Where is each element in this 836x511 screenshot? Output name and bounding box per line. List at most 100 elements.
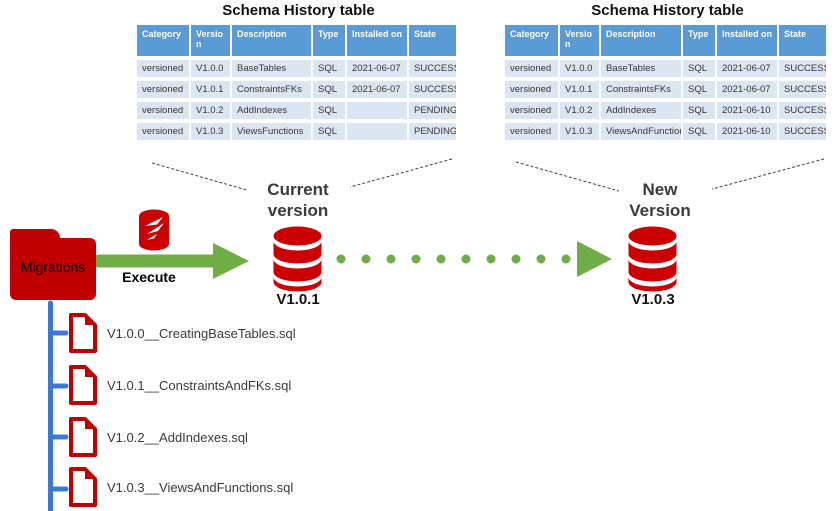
- file-item: V1.0.3__ViewsAndFunctions.sql: [68, 467, 293, 507]
- file-item: V1.0.1__ConstraintsAndFKs.sql: [68, 365, 291, 405]
- table-cell: 2021-06-10: [717, 102, 777, 119]
- dashed-connector-left-a: [151, 162, 248, 191]
- table-cell: SQL: [313, 60, 345, 77]
- table-cell: 2021-06-07: [717, 81, 777, 98]
- table-row: versioned V1.0.1 ConstraintsFKs SQL 2021…: [505, 81, 826, 98]
- file-tree-connector: [48, 300, 69, 511]
- column-header: Installed on: [347, 25, 407, 56]
- table-row: versioned V1.0.0 BaseTables SQL 2021-06-…: [137, 60, 456, 77]
- table-cell: SUCCESS: [409, 60, 456, 77]
- flyway-icon: [139, 209, 169, 251]
- table-cell: SUCCESS: [779, 102, 826, 119]
- migrations-folder-label: Migrations: [20, 259, 86, 275]
- table-cell: V1.0.0: [191, 60, 230, 77]
- column-header: Category: [137, 25, 189, 56]
- table-cell: SQL: [683, 123, 715, 140]
- table-header-row: Category Version Description Type Instal…: [505, 25, 826, 56]
- table-cell: 2021-06-10: [717, 123, 777, 140]
- column-header: Description: [232, 25, 311, 56]
- schema-history-table-current: Category Version Description Type Instal…: [135, 21, 458, 144]
- table-cell: V1.0.3: [560, 123, 599, 140]
- table-cell: ViewsFunctions: [232, 123, 311, 140]
- table-row: versioned V1.0.1 ConstraintsFKs SQL 2021…: [137, 81, 456, 98]
- table-cell: ViewsAndFunctions: [601, 123, 681, 140]
- file-label: V1.0.1__ConstraintsAndFKs.sql: [107, 377, 292, 393]
- table-cell: versioned: [505, 102, 558, 119]
- file-label: V1.0.2__AddIndexes.sql: [107, 429, 248, 445]
- current-version-label: Current version: [248, 179, 348, 221]
- file-item: V1.0.2__AddIndexes.sql: [68, 417, 248, 457]
- table-cell: V1.0.1: [191, 81, 230, 98]
- table-cell: AddIndexes: [232, 102, 311, 119]
- column-header: Category: [505, 25, 558, 56]
- file-item: V1.0.0__CreatingBaseTables.sql: [68, 313, 296, 353]
- current-version-label-line1: Current: [267, 180, 329, 199]
- table-cell: BaseTables: [232, 60, 311, 77]
- left-table-title: Schema History table: [222, 2, 375, 19]
- table-row: versioned V1.0.2 AddIndexes SQL PENDING: [137, 102, 456, 119]
- column-header: Type: [313, 25, 345, 56]
- current-db-version: V1.0.1: [276, 291, 320, 308]
- dashed-connector-left-b: [349, 158, 453, 188]
- database-icon-new: [628, 226, 677, 292]
- column-header: Installed on: [717, 25, 777, 56]
- table-cell: SQL: [683, 60, 715, 77]
- table-row: versioned V1.0.2 AddIndexes SQL 2021-06-…: [505, 102, 826, 119]
- table-cell: versioned: [137, 60, 189, 77]
- table-cell: ConstraintsFKs: [601, 81, 681, 98]
- table-cell: ConstraintsFKs: [232, 81, 311, 98]
- table-cell: [347, 123, 407, 140]
- table-cell: AddIndexes: [601, 102, 681, 119]
- table-cell: versioned: [137, 123, 189, 140]
- table-row: versioned V1.0.3 ViewsFunctions SQL PEND…: [137, 123, 456, 140]
- table-cell: SUCCESS: [779, 60, 826, 77]
- sql-file-icon: [69, 313, 97, 353]
- file-label: V1.0.0__CreatingBaseTables.sql: [107, 325, 296, 341]
- column-header: Type: [683, 25, 715, 56]
- new-version-label-line1: New: [642, 180, 678, 199]
- table-cell: V1.0.1: [560, 81, 599, 98]
- table-row: versioned V1.0.3 ViewsAndFunctions SQL 2…: [505, 123, 826, 140]
- table-cell: PENDING: [409, 123, 456, 140]
- database-icon-current: [273, 226, 322, 292]
- table-cell: 2021-06-07: [347, 81, 407, 98]
- table-cell: BaseTables: [601, 60, 681, 77]
- table-cell: SQL: [313, 102, 345, 119]
- table-cell: [347, 102, 407, 119]
- table-cell: 2021-06-07: [717, 60, 777, 77]
- table-cell: V1.0.0: [560, 60, 599, 77]
- dotted-path-arrowhead: [577, 241, 612, 277]
- table-cell: SUCCESS: [409, 81, 456, 98]
- table-cell: V1.0.2: [560, 102, 599, 119]
- table-cell: versioned: [137, 102, 189, 119]
- schema-history-table-new: Category Version Description Type Instal…: [503, 21, 828, 144]
- execute-label: Execute: [122, 269, 176, 285]
- table-cell: SUCCESS: [779, 123, 826, 140]
- current-version-label-line2: version: [267, 201, 329, 220]
- table-cell: SUCCESS: [779, 81, 826, 98]
- sql-file-icon: [69, 417, 97, 457]
- table-cell: V1.0.3: [191, 123, 230, 140]
- table-cell: 2021-06-07: [347, 60, 407, 77]
- dashed-connector-right-a: [515, 161, 620, 192]
- right-table-title: Schema History table: [591, 2, 744, 19]
- table-cell: SQL: [313, 123, 345, 140]
- column-header: Version: [191, 25, 230, 56]
- file-label: V1.0.3__ViewsAndFunctions.sql: [107, 479, 294, 495]
- table-cell: versioned: [505, 123, 558, 140]
- new-version-label-line2: Version: [629, 201, 691, 220]
- column-header: State: [409, 25, 456, 56]
- table-header-row: Category Version Description Type Instal…: [137, 25, 456, 56]
- column-header: State: [779, 25, 826, 56]
- sql-file-icon: [69, 467, 97, 507]
- table-cell: SQL: [683, 102, 715, 119]
- execute-arrow: [92, 243, 249, 279]
- table-cell: versioned: [505, 60, 558, 77]
- new-db-version: V1.0.3: [631, 291, 675, 308]
- table-cell: SQL: [683, 81, 715, 98]
- table-cell: SQL: [313, 81, 345, 98]
- table-cell: V1.0.2: [191, 102, 230, 119]
- table-row: versioned V1.0.0 BaseTables SQL 2021-06-…: [505, 60, 826, 77]
